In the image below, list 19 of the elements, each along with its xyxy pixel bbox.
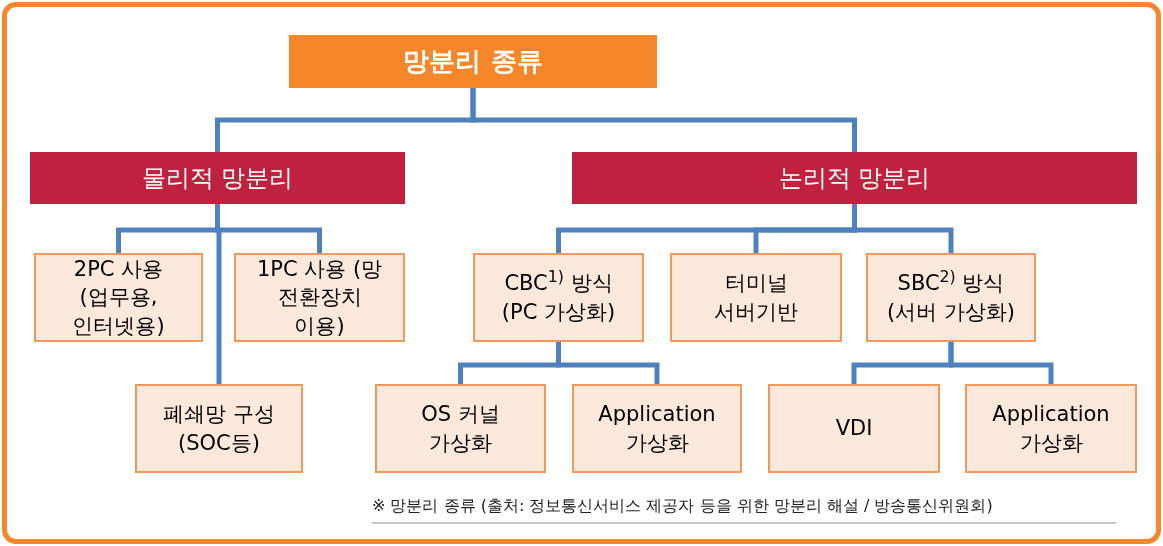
item-box: 폐쇄망 구성 (SOC등) <box>135 384 303 473</box>
item-box: CBC$^{1)}$ 방식 (PC 가상화) <box>473 253 644 342</box>
title-box: 망분리 종류 <box>289 35 657 88</box>
connector-line <box>948 342 1054 384</box>
category-box: 물리적 망분리 <box>30 152 405 204</box>
source-note: ※ 망분리 종류 (출처: 정보통신서비스 제공자 등을 위한 망분리 해설 / 방송통신위원회) <box>372 494 1116 524</box>
item-box: 1PC 사용 (망 전환장치 이용) <box>234 253 405 342</box>
item-box: VDI <box>768 384 940 473</box>
item-box: OS 커널 가상화 <box>375 384 546 473</box>
category-box: 논리적 망분리 <box>572 152 1137 204</box>
item-box: 2PC 사용 (업무용, 인터넷용) <box>34 253 203 342</box>
connector-line <box>470 88 857 152</box>
item-box: SBC$^{2)}$ 방식 (서버 가상화) <box>866 253 1036 342</box>
item-box: 터미널 서버기반 <box>670 253 842 342</box>
item-box: Application 가상화 <box>572 384 742 473</box>
item-box: Application 가상화 <box>965 384 1137 473</box>
connector-line <box>556 342 660 384</box>
connector-line <box>852 204 954 253</box>
connector-line <box>215 204 222 384</box>
